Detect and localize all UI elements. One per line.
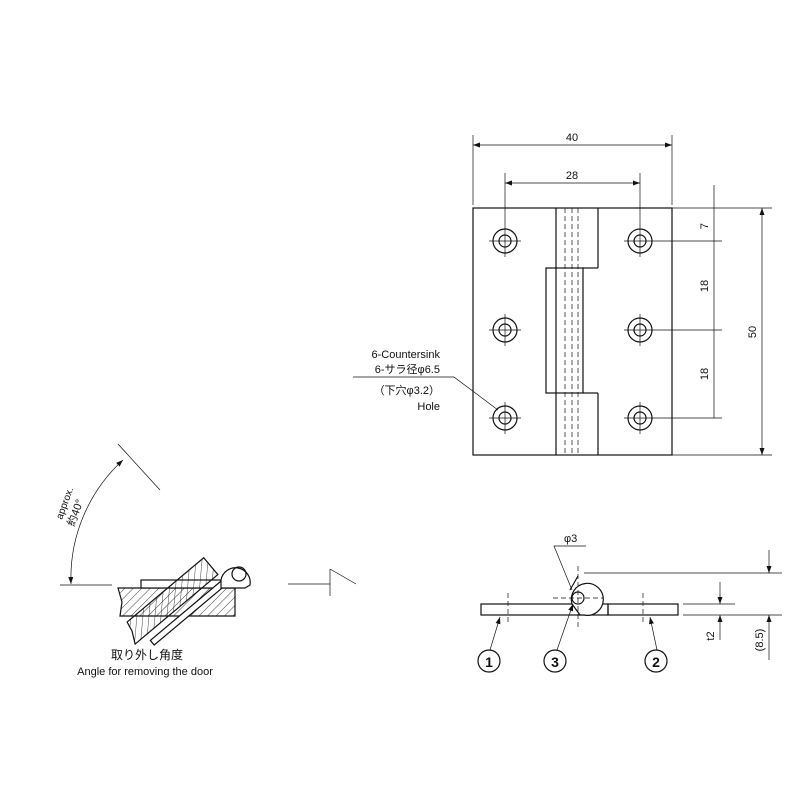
- angle-view: approx. 約40° 取り外し角度 Angle for removing t…: [54, 443, 251, 678]
- callout-line3: （下穴φ3.2）: [374, 383, 440, 397]
- view-direction-symbol: [288, 568, 357, 596]
- balloon-part-2: 2: [644, 649, 668, 673]
- hole-callout: 6-Countersink 6-サラ径φ6.5 （下穴φ3.2） Hole: [372, 349, 441, 413]
- center-knuckle: [545, 267, 584, 394]
- dim-width: 40: [566, 132, 578, 144]
- dim-top-offset: 7: [699, 223, 711, 229]
- dim-hole-pitch-x: 28: [566, 170, 578, 182]
- height-label: (8.5): [754, 629, 766, 652]
- balloon-label: 2: [652, 654, 660, 670]
- balloon-part-1: 1: [477, 649, 501, 673]
- dim-hole-pitch-y2: 18: [699, 368, 711, 380]
- balloon-label: 1: [485, 654, 493, 670]
- top-view: 40 28 7 18 18 50 6-Countersink 6-サラ径φ6.5…: [353, 132, 772, 456]
- callout-line1: 6-Countersink: [372, 349, 441, 361]
- balloon-label: 3: [551, 654, 559, 670]
- balloon-part-3: 3: [543, 649, 567, 673]
- callout-line4: Hole: [417, 401, 440, 413]
- side-view: φ3 t2 (8.5) 1 3 2: [477, 533, 782, 673]
- caption-en: Angle for removing the door: [77, 666, 213, 678]
- caption-jp: 取り外し角度: [111, 647, 183, 662]
- dim-hole-pitch-y1: 18: [699, 280, 711, 292]
- thickness-label: t2: [705, 631, 717, 640]
- hinge-outline: [472, 207, 673, 456]
- countersink-holes: [489, 225, 656, 434]
- callout-line2: 6-サラ径φ6.5: [375, 363, 440, 376]
- dim-height: 50: [747, 326, 759, 338]
- pin-diameter-label: φ3: [564, 533, 577, 545]
